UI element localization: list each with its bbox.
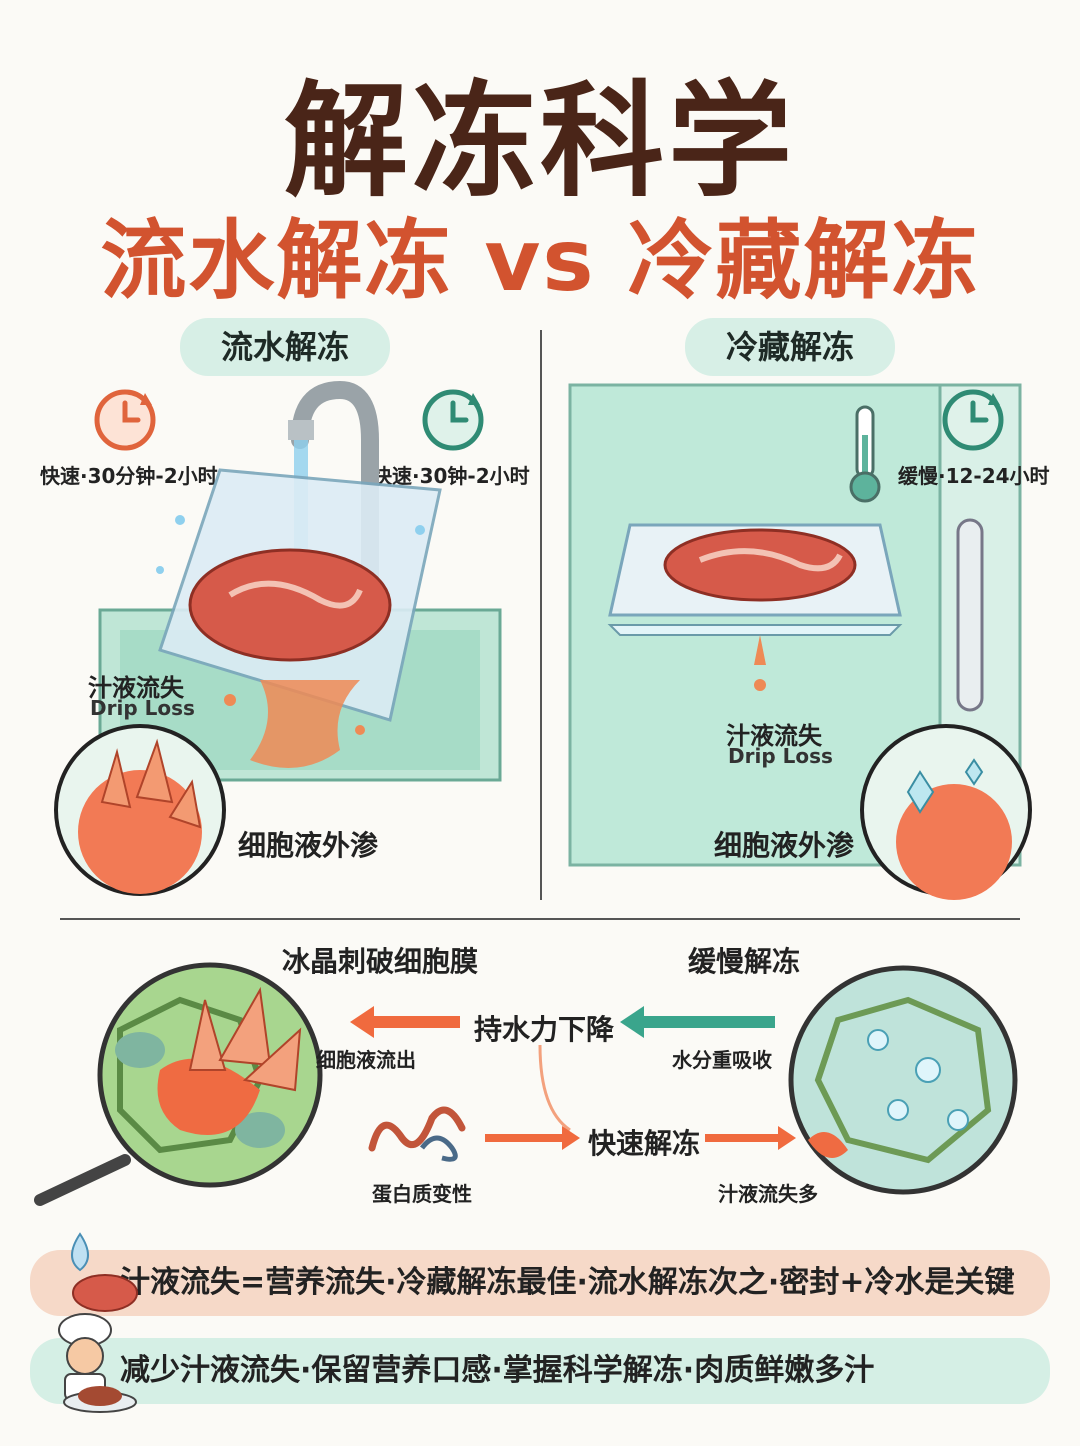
meat-drop-icon: [71, 1232, 138, 1312]
slow-thaw-title: 缓慢解冻: [688, 945, 801, 978]
horizontal-divider: [60, 918, 1020, 920]
fast-thaw-label: 快速解冻: [588, 1127, 701, 1160]
left-clock-label: 快速·30分钟-2小时: [40, 464, 218, 488]
right-panel-title: 冷藏解冻: [685, 318, 895, 376]
summary-text-2: 减少汁液流失·保留营养口感·掌握科学解冻·肉质鲜嫩多汁: [120, 1353, 875, 1388]
chef-icon: [58, 1313, 137, 1413]
clock-icon: [942, 389, 1004, 451]
right-cell-label: 细胞液外渗: [714, 829, 855, 862]
right-drip-label: 汁液流失: [726, 722, 822, 750]
ice-crystal-cell-icon: [54, 724, 226, 896]
summary-text-1: 汁液流失=营养流失·冷藏解冻最佳·流水解冻次之·密封+冷水是关键: [120, 1265, 1015, 1300]
cell-fluid-out-label: 细胞液流出: [316, 1048, 416, 1072]
clock-icon: [94, 389, 156, 451]
left-drip-label: 汁液流失: [88, 674, 184, 702]
left-drip-label-en: Drip Loss: [90, 696, 195, 720]
right-clock-label-left-panel: 快速·30钟-2小时: [372, 464, 530, 488]
reabsorb-label: 水分重吸收: [672, 1048, 772, 1072]
water-holding-label: 持水力下降: [474, 1013, 615, 1046]
summary-banner-2: 减少汁液流失·保留营养口感·掌握科学解冻·肉质鲜嫩多汁: [30, 1338, 1050, 1404]
right-drip-label-en: Drip Loss: [728, 744, 833, 768]
process-arrows: [350, 1006, 796, 1150]
small-ice-cell-icon: [860, 724, 1032, 900]
magnifier-damaged-cells: [34, 962, 323, 1206]
ice-crystal-title: 冰晶刺破细胞膜: [282, 945, 479, 978]
protein-label: 蛋白质变性: [372, 1182, 472, 1206]
summary-banner-1: 汁液流失=营养流失·冷藏解冻最佳·流水解冻次之·密封+冷水是关键: [30, 1250, 1050, 1316]
left-cell-label: 细胞液外渗: [238, 829, 379, 862]
drip-more-label: 汁液流失多: [718, 1182, 818, 1206]
clock-icon: [422, 389, 484, 451]
protein-strand-icon: [368, 1106, 466, 1162]
thermometer-icon: [849, 405, 881, 503]
right-clock-label: 缓慢·12-24小时: [898, 464, 1050, 488]
left-panel-title: 流水解冻: [180, 318, 390, 376]
vertical-divider: [540, 330, 542, 900]
page-title: 解冻科学: [283, 70, 796, 214]
healthy-cells-circle: [788, 965, 1018, 1195]
page-subtitle: 流水解冻 vs 冷藏解冻: [100, 211, 980, 311]
faucet-thaw-illustration: [98, 380, 502, 782]
